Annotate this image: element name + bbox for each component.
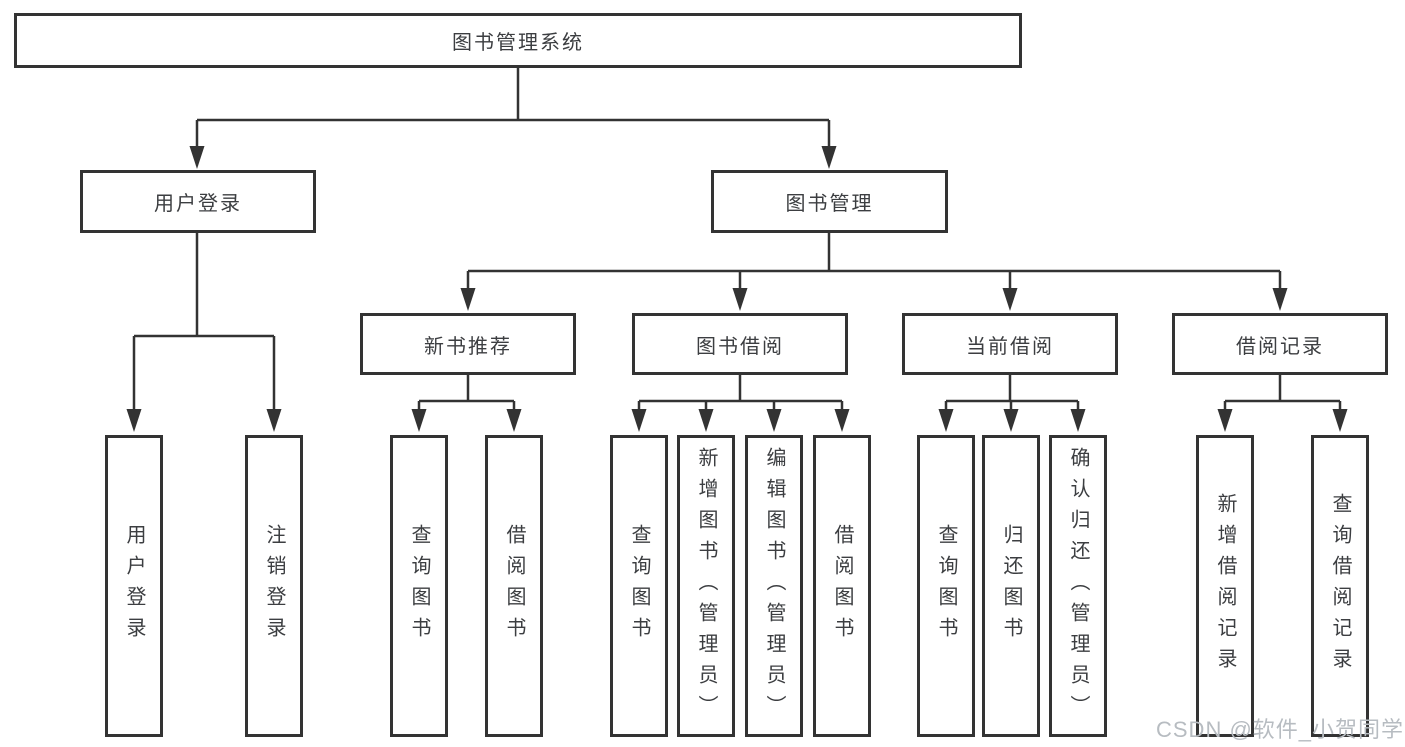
leaf-return-books: 归还图书 — [982, 435, 1040, 737]
branch-user-login: 用户登录 — [80, 170, 316, 233]
node-label: 注销登录 — [263, 524, 285, 648]
group-new-book-recommend: 新书推荐 — [360, 313, 576, 375]
arrowhead-down — [1002, 288, 1018, 311]
arrowhead-down — [1217, 409, 1233, 432]
group-book-borrowing: 图书借阅 — [632, 313, 848, 375]
arrowhead-down — [821, 146, 837, 169]
leaf-user-login: 用户登录 — [105, 435, 163, 737]
arrowhead-down — [938, 409, 954, 432]
leaf-logout-login: 注销登录 — [245, 435, 303, 737]
node-label: 图书管理系统 — [452, 32, 584, 54]
node-label: 查询图书 — [935, 524, 957, 648]
arrowhead-down — [266, 409, 282, 432]
arrowhead-down — [1332, 409, 1348, 432]
arrowhead-down — [126, 409, 142, 432]
node-label: 编辑图书（管理员） — [763, 446, 785, 726]
arrowhead-down — [698, 409, 714, 432]
csdn-watermark: CSDN @软件_小贺同学 — [1156, 717, 1405, 742]
arrowhead-down — [460, 288, 476, 311]
node-label: 归还图书 — [1000, 524, 1022, 648]
node-label: 确认归还（管理员） — [1067, 446, 1089, 726]
arrowhead-down — [732, 288, 748, 311]
arrowhead-down — [766, 409, 782, 432]
leaf-query-borrow-record: 查询借阅记录 — [1311, 435, 1369, 737]
leaf-confirm-return-admin: 确认归还（管理员） — [1049, 435, 1107, 737]
node-label: 借阅图书 — [831, 524, 853, 648]
arrowhead-down — [411, 409, 427, 432]
arrowhead-down — [1003, 409, 1019, 432]
leaf-borrow-books-borrowing: 借阅图书 — [813, 435, 871, 737]
group-current-borrowing: 当前借阅 — [902, 313, 1118, 375]
root-node-library-system: 图书管理系统 — [14, 13, 1022, 68]
arrowhead-down — [1272, 288, 1288, 311]
node-label: 当前借阅 — [966, 335, 1054, 358]
arrowhead-down — [834, 409, 850, 432]
node-label: 借阅记录 — [1236, 335, 1324, 358]
node-label: 查询图书 — [628, 524, 650, 648]
leaf-edit-books-admin: 编辑图书（管理员） — [745, 435, 803, 737]
leaf-query-books-current: 查询图书 — [917, 435, 975, 737]
group-borrow-records: 借阅记录 — [1172, 313, 1388, 375]
node-label: 图书借阅 — [696, 335, 784, 358]
node-label: 新增图书（管理员） — [695, 446, 717, 726]
arrowhead-down — [1070, 409, 1086, 432]
arrowhead-down — [189, 146, 205, 169]
node-label: 图书管理 — [785, 193, 874, 215]
leaf-add-borrow-record: 新增借阅记录 — [1196, 435, 1254, 737]
node-label: 新增借阅记录 — [1214, 493, 1236, 679]
arrowhead-down — [631, 409, 647, 432]
node-label: 查询借阅记录 — [1329, 493, 1351, 679]
arrowhead-down — [506, 409, 522, 432]
node-label: 用户登录 — [154, 193, 242, 215]
node-label: 查询图书 — [408, 524, 430, 648]
leaf-query-books-borrowing: 查询图书 — [610, 435, 668, 737]
node-label: 借阅图书 — [503, 524, 525, 648]
branch-book-management: 图书管理 — [711, 170, 948, 233]
node-label: 新书推荐 — [424, 335, 512, 358]
node-label: 用户登录 — [123, 524, 145, 648]
leaf-query-books-recommend: 查询图书 — [390, 435, 448, 737]
leaf-add-books-admin: 新增图书（管理员） — [677, 435, 735, 737]
leaf-borrow-books-recommend: 借阅图书 — [485, 435, 543, 737]
